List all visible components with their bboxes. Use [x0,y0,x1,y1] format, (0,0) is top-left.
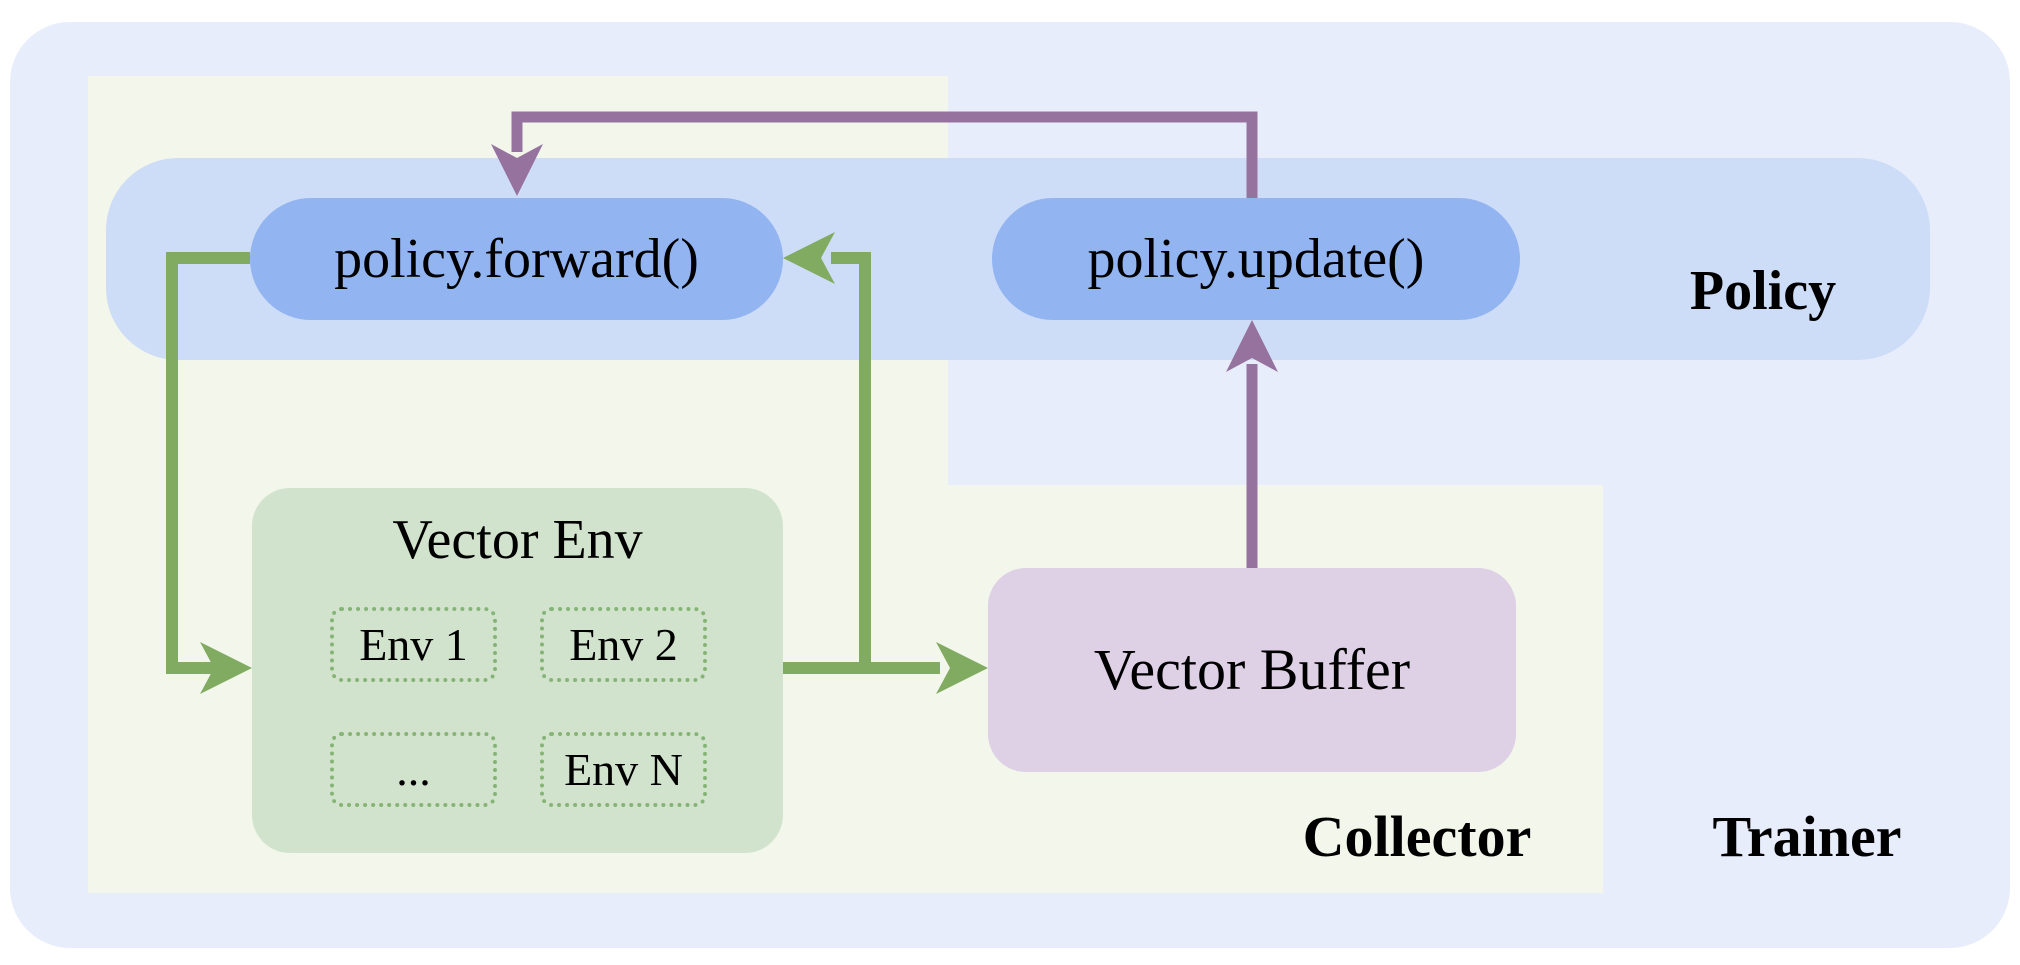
collector-label: Collector [1302,804,1532,869]
policy-forward-label: policy.forward() [334,228,699,290]
vector-env-title: Vector Env [392,509,643,571]
policy-update-label: policy.update() [1087,228,1425,290]
policy-forward-node: policy.forward() [250,198,783,320]
policy-label: Policy [1689,260,1837,322]
trainer-label: Trainer [1712,804,1902,869]
policy-update-node: policy.update() [992,198,1520,320]
env-item-2: Env 2 [540,607,707,682]
vector-buffer-label: Vector Buffer [1093,637,1411,702]
env-item-ellipsis: ... [330,732,497,807]
env-item-n: Env N [540,732,707,807]
vector-buffer-node: Vector Buffer [988,568,1516,772]
env-item-1: Env 1 [330,607,497,682]
